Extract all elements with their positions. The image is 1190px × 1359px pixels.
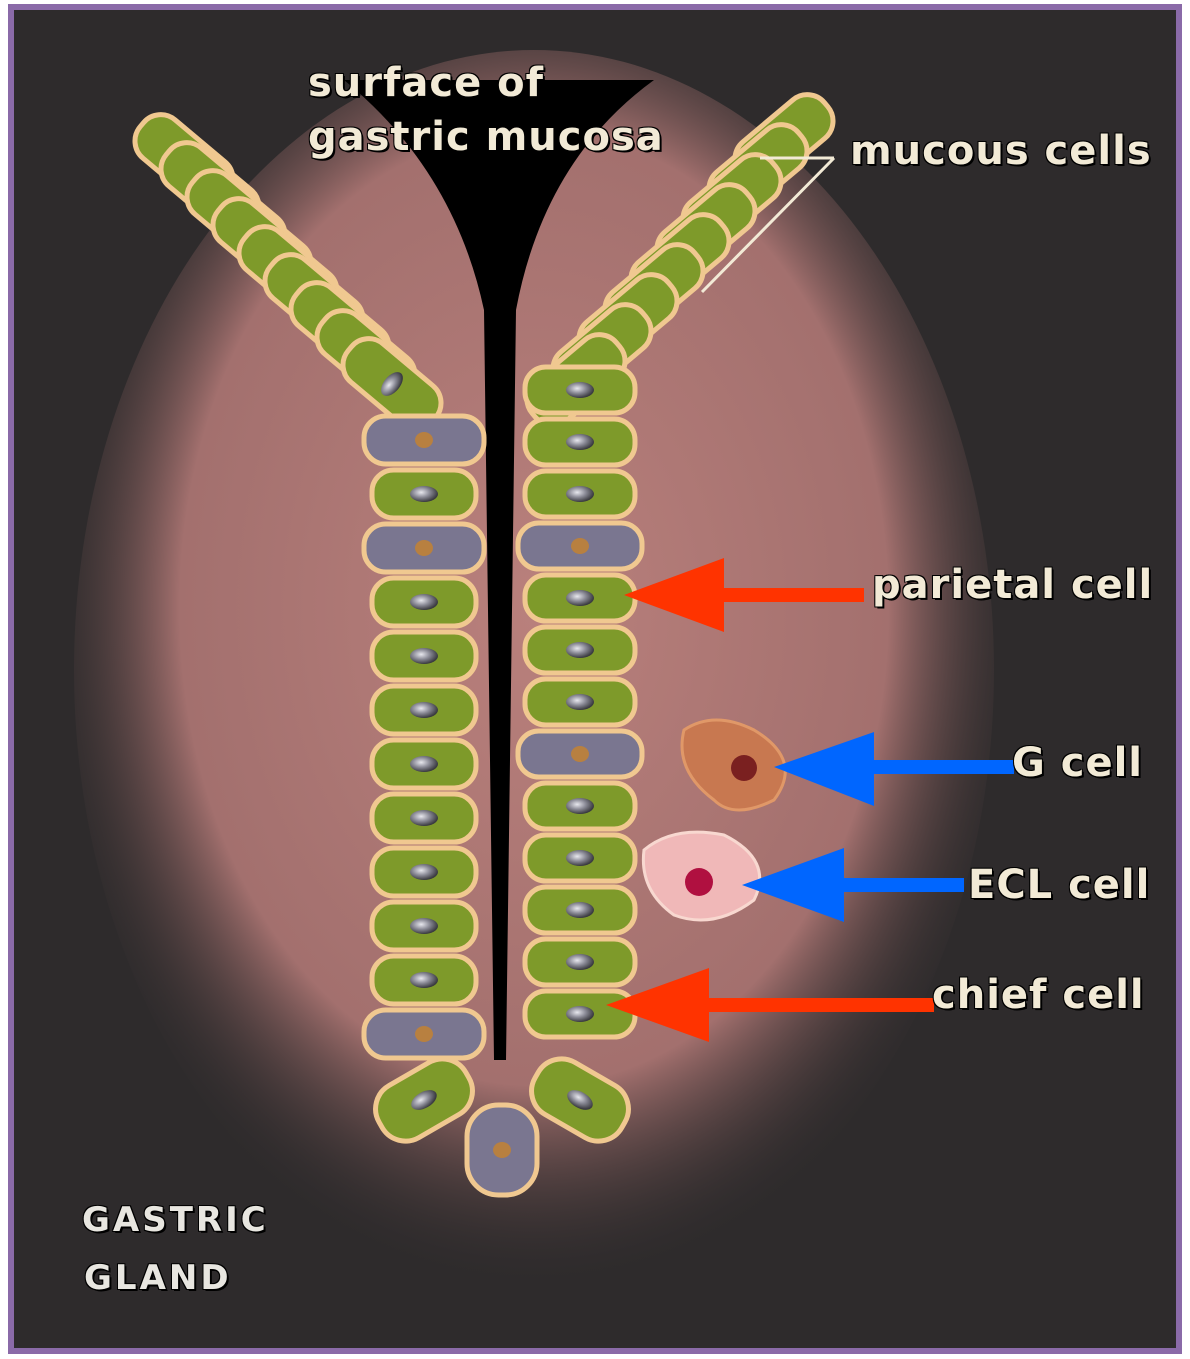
mucous-cell-shape <box>372 470 476 518</box>
mucous-cell-shape <box>525 991 635 1037</box>
mucous-cell-shape <box>372 578 476 626</box>
mucous-cell-shape <box>525 679 635 725</box>
mucous-cell-shape <box>525 367 635 413</box>
surface-label-line2: gastric mucosa <box>308 114 664 160</box>
mucous-cell-shape <box>372 686 476 734</box>
mucous-cell-shape <box>372 632 476 680</box>
gland-illustration <box>14 10 1176 1348</box>
mucous-cell-shape <box>372 956 476 1004</box>
parietal-cell-shape <box>518 731 642 777</box>
gastric-gland-label-line2: GLAND <box>84 1258 232 1298</box>
mucous-cell-shape <box>372 794 476 842</box>
mucous-cells-label: mucous cells <box>850 128 1152 174</box>
mucous-cell-shape <box>525 939 635 985</box>
mucous-cell-shape <box>525 471 635 517</box>
diagram-frame: surface of gastric mucosa mucous cells p… <box>8 4 1182 1354</box>
mucous-cell-shape <box>372 848 476 896</box>
parietal-cell-shape <box>518 523 642 569</box>
mucous-cell-shape <box>525 783 635 829</box>
mucous-cell-shape <box>372 740 476 788</box>
chief-cell-label: chief cell <box>932 972 1145 1018</box>
parietal-cell-shape <box>467 1105 537 1195</box>
gastric-gland-label-line1: GASTRIC <box>82 1200 269 1240</box>
ecl-cell-label: ECL cell <box>968 862 1150 908</box>
mucous-cell-shape <box>525 627 635 673</box>
parietal-cell-label: parietal cell <box>872 562 1153 608</box>
mucous-cell-shape <box>525 835 635 881</box>
mucous-cell-shape <box>525 419 635 465</box>
surface-label-line1: surface of <box>308 60 544 106</box>
parietal-cell-shape <box>364 1010 484 1058</box>
parietal-cell-shape <box>364 524 484 572</box>
mucous-cell-shape <box>525 887 635 933</box>
mucous-cell-shape <box>525 575 635 621</box>
parietal-cell-shape <box>364 416 484 464</box>
mucous-cell-shape <box>372 902 476 950</box>
g-cell-label: G cell <box>1012 740 1143 786</box>
